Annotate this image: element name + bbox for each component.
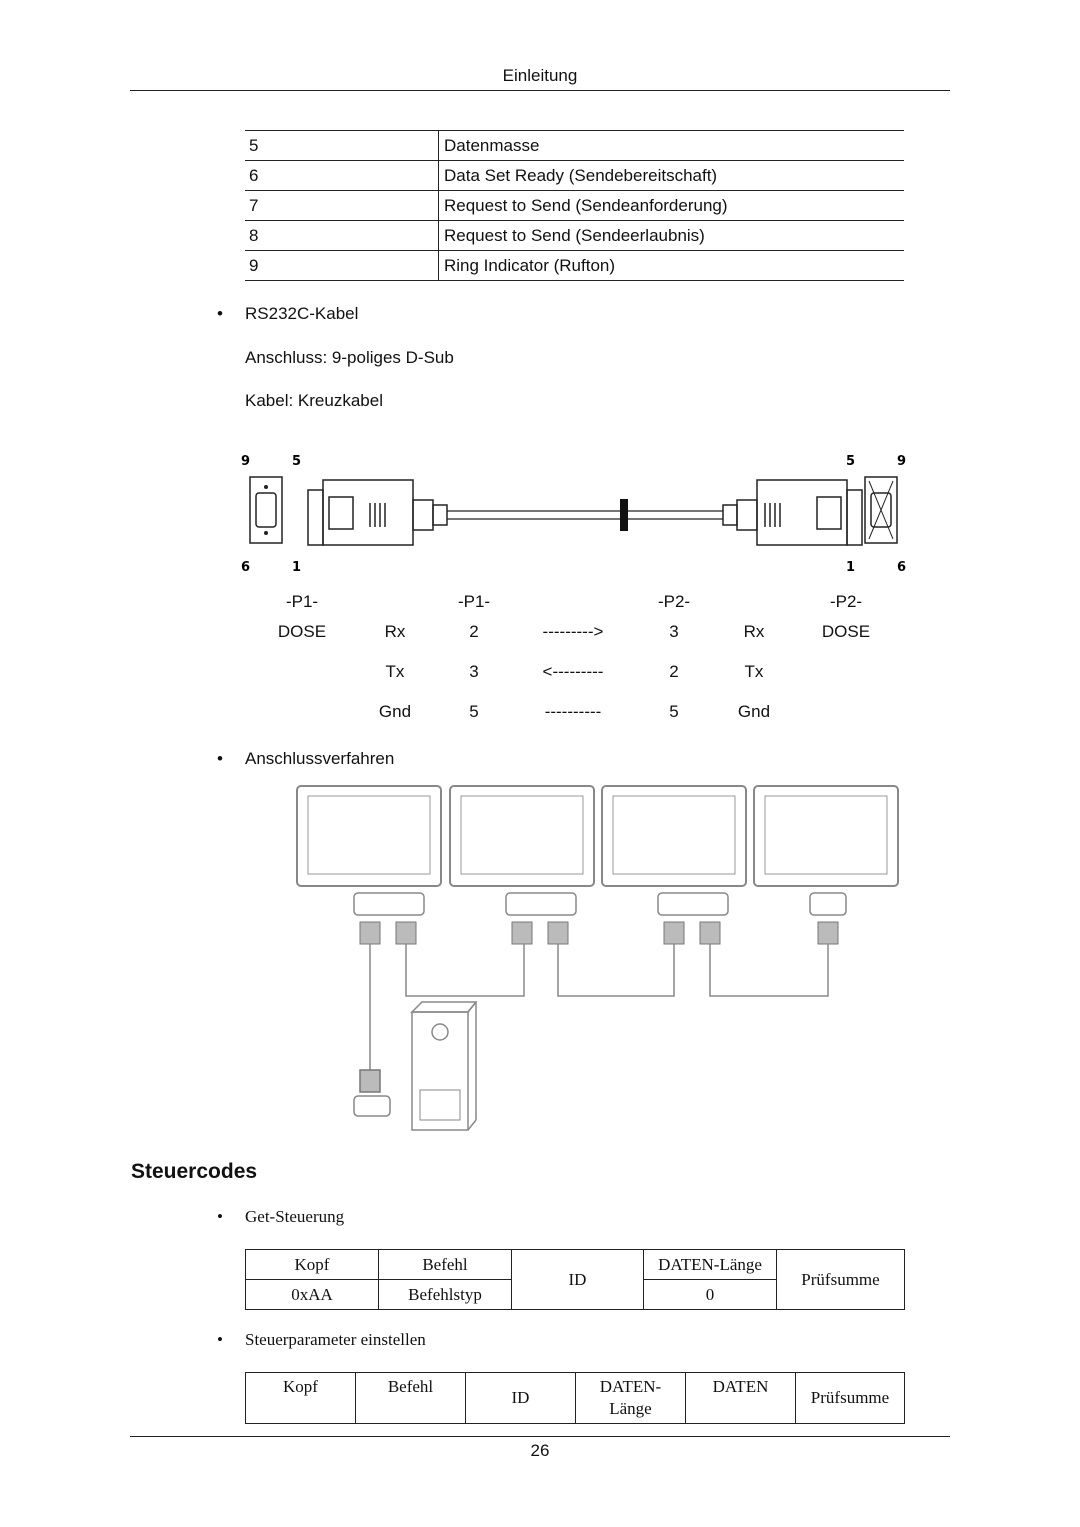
col-pruefsumme: Prüfsumme xyxy=(776,1249,905,1310)
pin-left: 5 xyxy=(469,702,479,721)
cable-title: RS232C-Kabel xyxy=(245,304,359,323)
bullet: • xyxy=(217,1207,223,1226)
connection-title: Anschlussverfahren xyxy=(245,749,395,768)
pin-label: 1 xyxy=(846,560,855,575)
pin-description: Request to Send (Sendeerlaubnis) xyxy=(438,220,904,251)
dose-left: DOSE xyxy=(277,622,327,641)
wiring-header: -P2- xyxy=(657,592,691,611)
col-kopf: Kopf xyxy=(245,1249,379,1280)
page-header-title: Einleitung xyxy=(502,66,578,85)
col-daten: DATEN xyxy=(685,1372,796,1424)
wiring-header: -P1- xyxy=(457,592,491,611)
wiring-header: -P2- xyxy=(829,592,863,611)
set-control-table: Kopf Befehl ID DATEN- Länge DATEN Prüfsum… xyxy=(245,1372,905,1424)
get-control-table: Kopf Befehl ID DATEN-Länge Prüfsumme 0xA… xyxy=(245,1249,905,1310)
val-kopf: 0xAA xyxy=(245,1279,379,1310)
pin-description: Datenmasse xyxy=(438,130,904,161)
pin-number: 5 xyxy=(245,130,439,161)
pin-description: Ring Indicator (Rufton) xyxy=(438,250,904,281)
wire-arrow: <--------- xyxy=(542,662,604,681)
table-row: Kopf Befehl ID DATEN-Länge Prüfsumme xyxy=(245,1249,905,1310)
rs232c-port-panels xyxy=(353,892,847,916)
cable-plugs xyxy=(359,921,839,945)
footer-rule xyxy=(130,1436,950,1437)
left-port-face xyxy=(249,476,283,544)
bullet: • xyxy=(217,1330,223,1349)
cable-line xyxy=(447,499,723,531)
right-connector xyxy=(722,479,863,546)
pin-right: 5 xyxy=(669,702,679,721)
bullet: • xyxy=(217,304,223,323)
pin-left: 2 xyxy=(469,622,479,641)
pin-label: 1 xyxy=(292,560,301,575)
pin-right: 3 xyxy=(669,622,679,641)
signal-left: Tx xyxy=(385,662,405,681)
pin-label: 6 xyxy=(241,560,250,575)
set-control-title: Steuerparameter einstellen xyxy=(245,1330,426,1349)
left-connector xyxy=(307,479,448,546)
pin-description: Request to Send (Sendeanforderung) xyxy=(438,190,904,221)
pc-tower xyxy=(410,1001,478,1131)
get-control-title: Get-Steuerung xyxy=(245,1207,345,1226)
pin-number: 6 xyxy=(245,160,439,191)
col-daten-laenge-line1: DATEN- xyxy=(599,1377,662,1396)
bullet: • xyxy=(217,749,223,768)
col-kopf: Kopf xyxy=(245,1372,356,1424)
pc-serial-port xyxy=(353,1069,391,1117)
pin-number: 9 xyxy=(245,250,439,281)
signal-left: Rx xyxy=(384,622,406,641)
pin-label: 5 xyxy=(846,454,855,469)
col-daten-laenge-line2: Länge xyxy=(609,1399,652,1418)
col-id: ID xyxy=(511,1249,644,1310)
wire-arrow: ---------> xyxy=(542,622,604,641)
wiring-header: -P1- xyxy=(285,592,319,611)
section-heading: Steuercodes xyxy=(131,1160,258,1183)
col-daten-laenge: DATEN- Länge xyxy=(575,1372,686,1424)
cable-connector: Anschluss: 9-poliges D-Sub xyxy=(245,348,454,367)
pin-left: 3 xyxy=(469,662,479,681)
wire-arrow: ---------- xyxy=(544,702,602,721)
connection-diagram xyxy=(296,785,899,1131)
cable-type: Kabel: Kreuzkabel xyxy=(245,391,383,410)
pin-label: 5 xyxy=(292,454,301,469)
rs232c-cable-illustration: 9 5 6 1 5 9 1 6 xyxy=(241,454,906,575)
col-befehl: Befehl xyxy=(355,1372,466,1424)
val-befehl: Befehlstyp xyxy=(378,1279,512,1310)
col-befehl: Befehl xyxy=(378,1249,512,1280)
header-rule xyxy=(130,90,950,91)
pin-label: 6 xyxy=(897,560,906,575)
pin-label: 9 xyxy=(241,454,250,469)
col-daten-laenge: DATEN-Länge xyxy=(643,1249,777,1280)
signal-right: Tx xyxy=(744,662,764,681)
pin-description: Data Set Ready (Sendebereitschaft) xyxy=(438,160,904,191)
right-port-face xyxy=(864,476,898,544)
signal-left: Gnd xyxy=(378,702,412,721)
pin-number: 8 xyxy=(245,220,439,251)
daisy-chain-cables xyxy=(369,944,829,1070)
monitors xyxy=(296,785,899,887)
table-row: 0xAA Befehlstyp 0 xyxy=(245,1279,905,1310)
pin-right: 2 xyxy=(669,662,679,681)
col-pruefsumme: Prüfsumme xyxy=(795,1372,905,1424)
val-daten-laenge: 0 xyxy=(643,1279,777,1310)
pin-label: 9 xyxy=(897,454,906,469)
pin-number: 7 xyxy=(245,190,439,221)
col-id: ID xyxy=(465,1372,576,1424)
signal-right: Gnd xyxy=(737,702,771,721)
table-row: Kopf Befehl ID DATEN- Länge DATEN Prüfsum… xyxy=(245,1372,905,1424)
dose-right: DOSE xyxy=(821,622,871,641)
signal-right: Rx xyxy=(743,622,765,641)
page-number: 26 xyxy=(530,1441,550,1460)
